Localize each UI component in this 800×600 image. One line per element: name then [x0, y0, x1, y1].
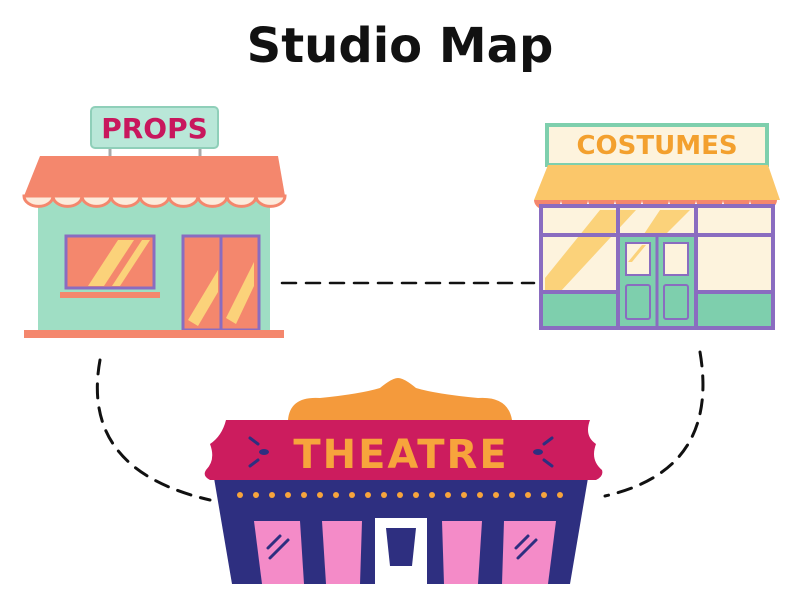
door-glass [663, 242, 689, 276]
theatre-panel-right [502, 521, 556, 584]
costumes-awning [534, 165, 780, 200]
costumes-sign-board [545, 123, 769, 167]
props-sign-board [90, 106, 219, 149]
path-costumes-theatre [603, 350, 705, 498]
marquee-ornaments [248, 436, 554, 468]
window-shine [88, 240, 134, 286]
window-shine [112, 240, 150, 286]
door-shine [628, 245, 646, 262]
theatre-marquee [204, 420, 603, 480]
props-window-sill [60, 292, 160, 298]
map-paths [95, 281, 705, 502]
costumes-base-right [698, 294, 771, 326]
theatre-door [386, 528, 416, 566]
panel-shine [266, 534, 538, 560]
page-title: Studio Map [247, 18, 554, 74]
theatre-panel-mid-left [322, 521, 362, 584]
props-awning [24, 156, 285, 196]
theatre-building[interactable]: THEATRE [204, 378, 603, 584]
door-panel [625, 284, 651, 320]
door-glass [625, 242, 651, 276]
window-shine [545, 210, 636, 292]
theatre-sign-label: THEATRE [293, 432, 508, 478]
path-props-theatre [95, 358, 212, 502]
costumes-sign-label: COSTUMES [576, 131, 737, 161]
props-sign-label: PROPS [101, 112, 208, 145]
costumes-building[interactable]: COSTUMES [534, 123, 780, 330]
door-shine [188, 270, 218, 326]
props-building[interactable]: PROPS [22, 106, 287, 338]
costumes-base-left [543, 294, 616, 326]
door-panel [663, 284, 689, 320]
door-shine [226, 262, 254, 324]
theatre-crown [288, 378, 512, 420]
props-base [24, 330, 284, 338]
theatre-panel-mid-right [442, 521, 482, 584]
theatre-panel-left [254, 521, 304, 584]
marquee-lights [237, 492, 563, 498]
props-awning-scallops [22, 194, 287, 208]
window-shine [640, 210, 690, 240]
